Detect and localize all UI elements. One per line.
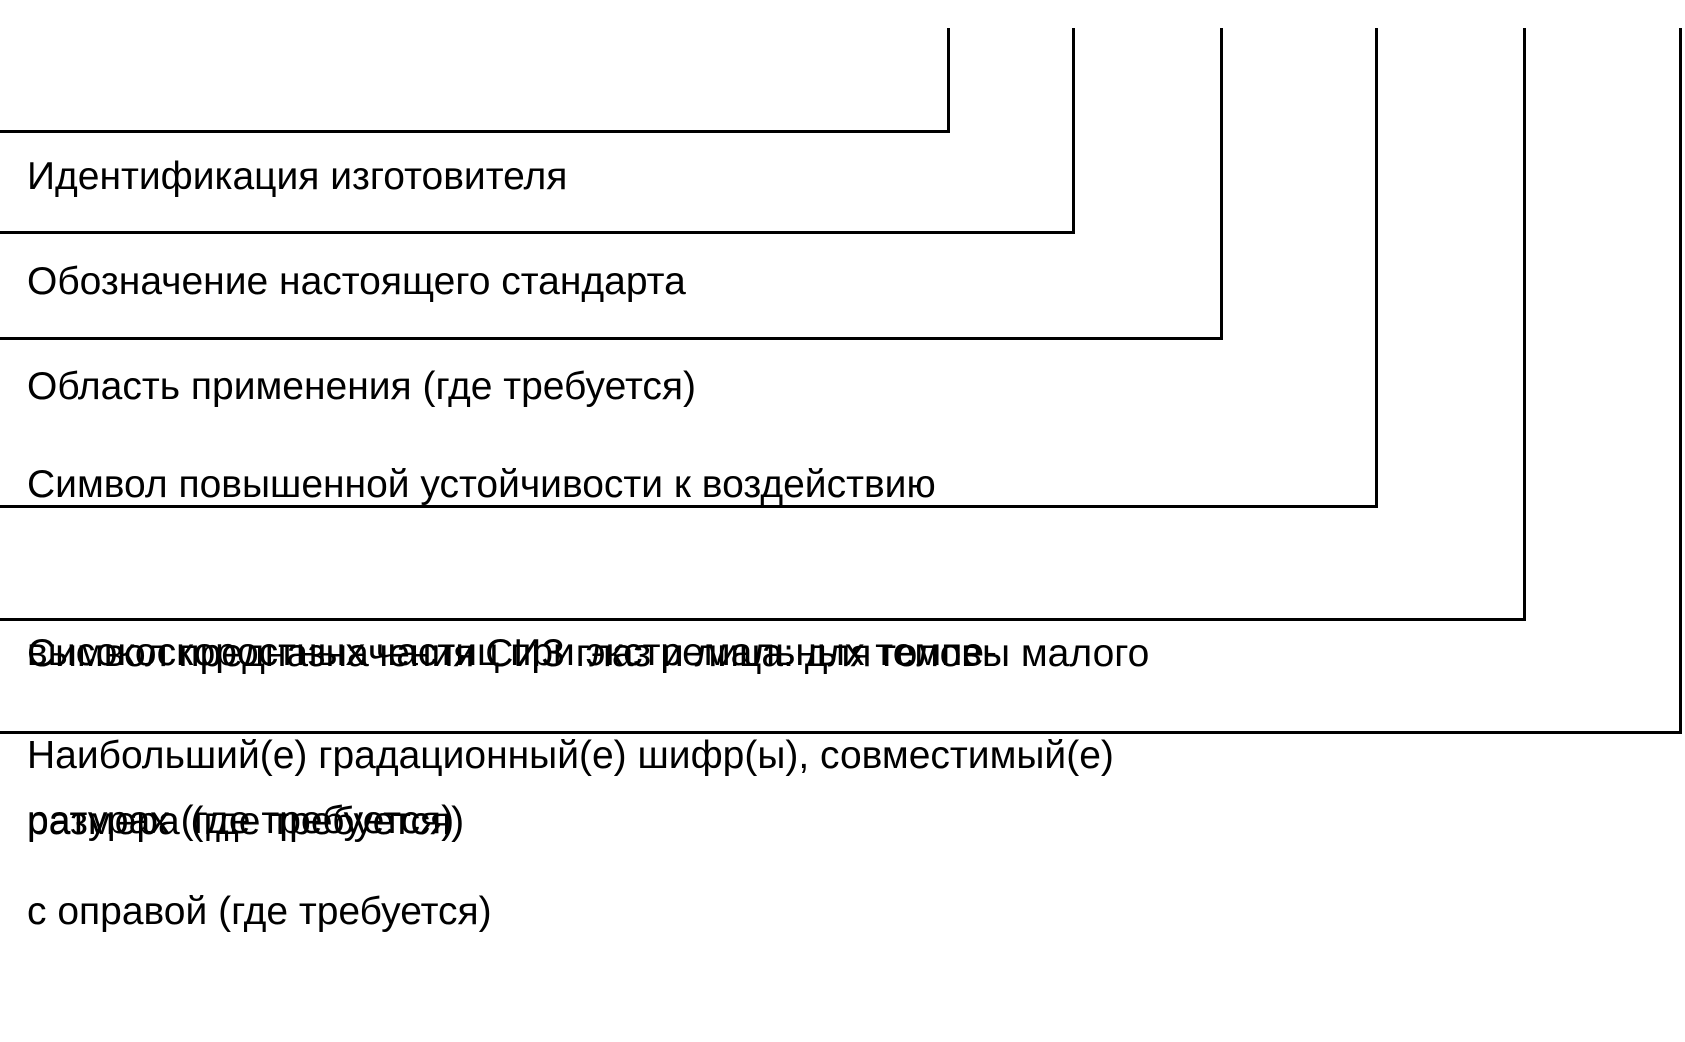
standard-designation-label: Обозначение настоящего стандарта — [27, 157, 686, 407]
underline-3 — [0, 337, 1223, 340]
leader-3 — [1220, 28, 1223, 340]
marking-diagram: Идентификация изготовителя Обозначение н… — [0, 28, 1682, 933]
leader-5 — [1523, 28, 1526, 621]
label-line: Символ повышенной устойчивости к воздейс… — [27, 463, 936, 506]
label-line: высокоскоростных частиц при экстремальны… — [27, 631, 998, 674]
underline-4 — [0, 505, 1378, 508]
underline-2 — [0, 231, 1075, 234]
underline-1 — [0, 130, 950, 133]
scale-number-label: Наибольший(е) градационный(е) шифр(ы), с… — [27, 626, 1114, 1042]
label-line: Идентификация изготовителя — [27, 155, 568, 198]
leader-6 — [1679, 28, 1682, 734]
leader-2 — [1072, 28, 1075, 234]
underline-6 — [0, 731, 1682, 734]
label-line: Наибольший(е) градационный(е) шифр(ы), с… — [27, 734, 1114, 777]
label-line: Обозначение настоящего стандарта — [27, 260, 686, 303]
label-line: Область применения (где требуется) — [27, 365, 696, 408]
leader-4 — [1375, 28, 1378, 508]
field-of-use-label: Область применения (где требуется) — [27, 262, 696, 512]
leader-1 — [947, 28, 950, 133]
label-line: с оправой (где требуется) — [27, 890, 492, 933]
label-line: Символ предназначения СИЗ глаз и лица: д… — [27, 632, 1150, 675]
underline-5 — [0, 618, 1526, 621]
manufacturer-identification-label: Идентификация изготовителя — [27, 52, 567, 302]
